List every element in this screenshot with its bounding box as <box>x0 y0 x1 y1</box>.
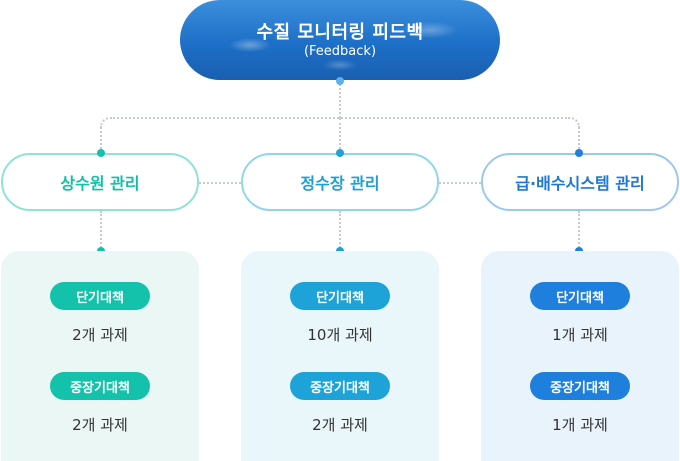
card-purification: 단기대책 10개 과제 중장기대책 2개 과제 <box>241 251 439 461</box>
connector-card-drop-1 <box>100 211 102 251</box>
connector-drop-1 <box>100 126 102 153</box>
short-term-count: 1개 과제 <box>552 326 608 344</box>
connector-drop-2 <box>339 118 341 153</box>
category-pill-source: 상수원 관리 <box>1 153 199 211</box>
connector-dot-pill-2 <box>336 149 344 157</box>
mid-term-badge: 중장기대책 <box>290 372 390 400</box>
top-node-title: 수질 모니터링 피드백 <box>256 22 424 43</box>
short-term-count: 2개 과제 <box>72 326 128 344</box>
connector-corner-left <box>100 117 112 129</box>
short-term-count: 10개 과제 <box>307 326 373 344</box>
connector-top-vertical <box>339 80 341 118</box>
card-source: 단기대책 2개 과제 중장기대책 2개 과제 <box>1 251 199 461</box>
card-distribution: 단기대책 1개 과제 중장기대책 1개 과제 <box>481 251 679 461</box>
connector-corner-right <box>568 117 580 129</box>
top-node: 수질 모니터링 피드백 (Feedback) <box>180 0 500 80</box>
mid-term-count: 1개 과제 <box>552 416 608 434</box>
mid-term-badge: 중장기대책 <box>530 372 630 400</box>
connector-dot-pill-3 <box>575 149 583 157</box>
mid-term-count: 2개 과제 <box>312 416 368 434</box>
connector-card-drop-3 <box>578 211 580 251</box>
top-node-subtitle: (Feedback) <box>303 44 377 59</box>
short-term-badge: 단기대책 <box>50 282 150 310</box>
connector-dot-pill-1 <box>97 149 105 157</box>
mid-term-badge: 중장기대책 <box>50 372 150 400</box>
mid-term-count: 2개 과제 <box>72 416 128 434</box>
short-term-badge: 단기대책 <box>290 282 390 310</box>
connector-pill-link-1 <box>199 182 241 184</box>
connector-dot-top <box>336 77 344 85</box>
connector-drop-3 <box>578 126 580 153</box>
connector-card-drop-2 <box>339 211 341 251</box>
short-term-badge: 단기대책 <box>530 282 630 310</box>
category-pill-purification: 정수장 관리 <box>241 153 439 211</box>
connector-pill-link-2 <box>439 182 481 184</box>
category-pill-distribution: 급·배수시스템 관리 <box>481 153 679 211</box>
